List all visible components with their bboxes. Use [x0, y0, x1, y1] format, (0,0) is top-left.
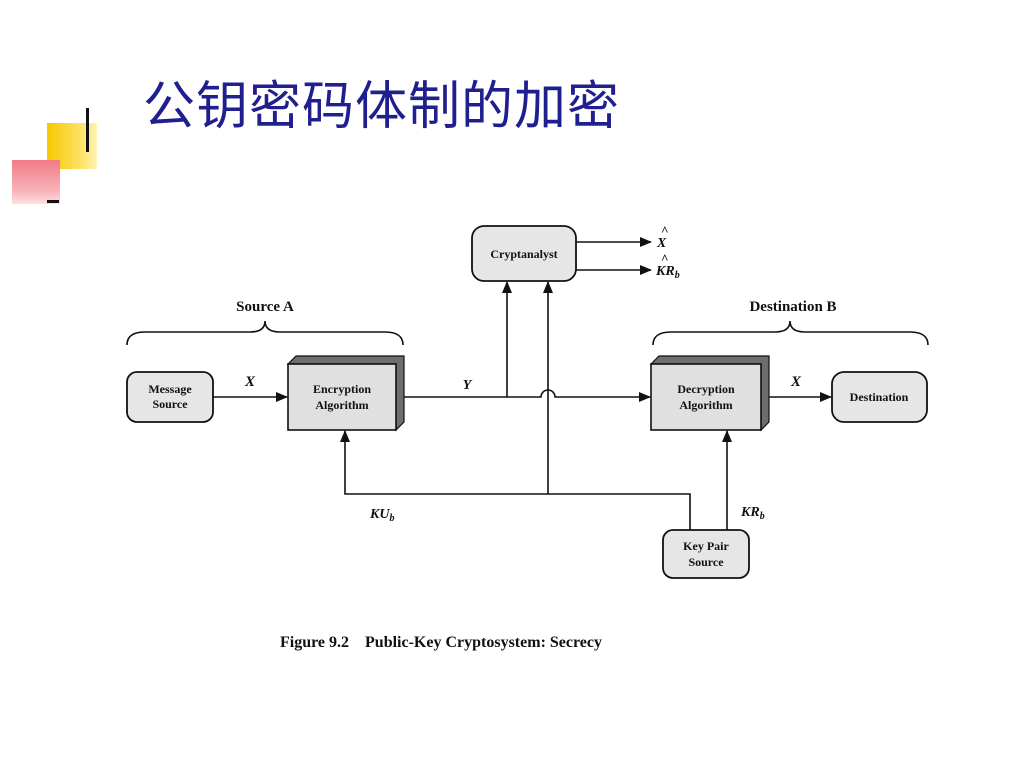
key-pair-source-box	[662, 529, 750, 579]
cryptanalyst-box	[471, 225, 577, 282]
corner-pink-square	[12, 160, 60, 204]
hat-est-plaintext: ^	[661, 223, 669, 238]
source-brace	[126, 320, 404, 346]
encryption-label-line1: Encryption	[313, 382, 371, 396]
slide-title: 公钥密码体制的加密	[143, 77, 621, 137]
decryption-label-line1: Decryption	[677, 382, 735, 396]
key-pair-label-line1: Key Pair	[683, 539, 729, 553]
encryption-box	[287, 363, 397, 431]
label-est-plaintext: X	[656, 236, 667, 251]
destination-label: Destination	[850, 390, 909, 404]
key-pair-label-line2: Source	[688, 555, 724, 569]
caption-figure-number: Figure 9.2	[280, 634, 350, 651]
message-source-label-line2: Source	[152, 397, 188, 411]
decryption-box	[650, 363, 762, 431]
corner-vertical-line	[86, 108, 89, 152]
cryptanalyst-label: Cryptanalyst	[490, 247, 557, 261]
label-private-key: KRb	[740, 505, 765, 522]
caption-text: Public-Key Cryptosystem: Secrecy	[365, 634, 603, 651]
label-y-ciphertext: Y	[463, 378, 473, 393]
decryption-label-line2: Algorithm	[679, 398, 732, 412]
figure-caption: Figure 9.2 Public-Key Cryptosystem: Secre…	[280, 634, 602, 652]
destination-group-label: Destination B	[749, 299, 836, 315]
label-public-key: KUb	[369, 507, 394, 524]
label-est-key: KRb	[655, 264, 680, 281]
source-group-label: Source A	[236, 299, 294, 315]
encryption-label-line2: Algorithm	[315, 398, 368, 412]
edge-ciphertext-to-decryption	[404, 389, 651, 402]
hat-est-key: ^	[661, 251, 669, 266]
destination-box	[831, 371, 928, 423]
label-x-plaintext: X	[244, 374, 256, 390]
destination-brace	[652, 320, 929, 346]
label-x-output: X	[790, 374, 802, 390]
edge-public-key-to-encryption	[340, 430, 691, 530]
message-source-label-line1: Message	[148, 382, 192, 396]
corner-horizontal-line	[47, 200, 59, 203]
